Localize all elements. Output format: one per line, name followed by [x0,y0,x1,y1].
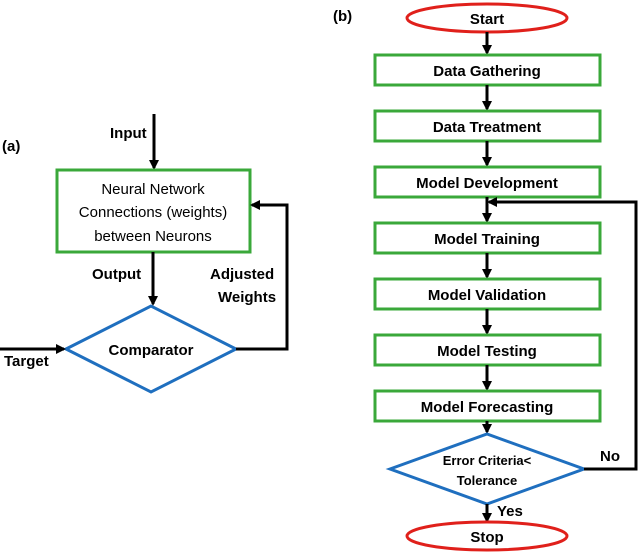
step-label-model-training: Model Training [434,231,540,248]
step-box-model-validation [373,277,602,311]
comparator-label: Comparator [108,342,193,359]
step-box-data-gathering [373,53,602,87]
neural-network-line1: Neural Network [101,181,205,198]
step-label-model-forecasting: Model Forecasting [421,399,554,416]
step-box-model-development [373,165,602,199]
neural-network-line2: Connections (weights) [79,204,227,221]
adjusted-label: Adjusted [210,266,274,283]
stop-label: Stop [470,529,503,546]
step-label-model-testing: Model Testing [437,343,537,360]
start-label: Start [470,11,504,28]
step-label-model-validation: Model Validation [428,287,546,304]
step-label-data-gathering: Data Gathering [433,63,541,80]
step-label-model-development: Model Development [416,175,558,192]
no-loop-connector [487,197,638,471]
step-label-data-treatment: Data Treatment [433,119,541,136]
panel-b-label: (b) [333,8,352,25]
input-label: Input [110,125,147,142]
feedback-connector-a [236,200,289,351]
target-label: Target [4,353,49,370]
error-criteria-diamond [385,432,589,506]
stop-terminal [405,520,569,552]
yes-label: Yes [497,503,523,520]
decision-line2: Tolerance [457,473,517,488]
no-label: No [600,448,620,465]
decision-line1: Error Criteria< [443,453,532,468]
output-label: Output [92,266,141,283]
weights-label: Weights [218,289,276,306]
panel-a-label: (a) [2,138,20,155]
neural-network-line3: between Neurons [94,228,212,245]
step-box-model-training [373,221,602,255]
step-box-model-forecasting [373,389,602,423]
